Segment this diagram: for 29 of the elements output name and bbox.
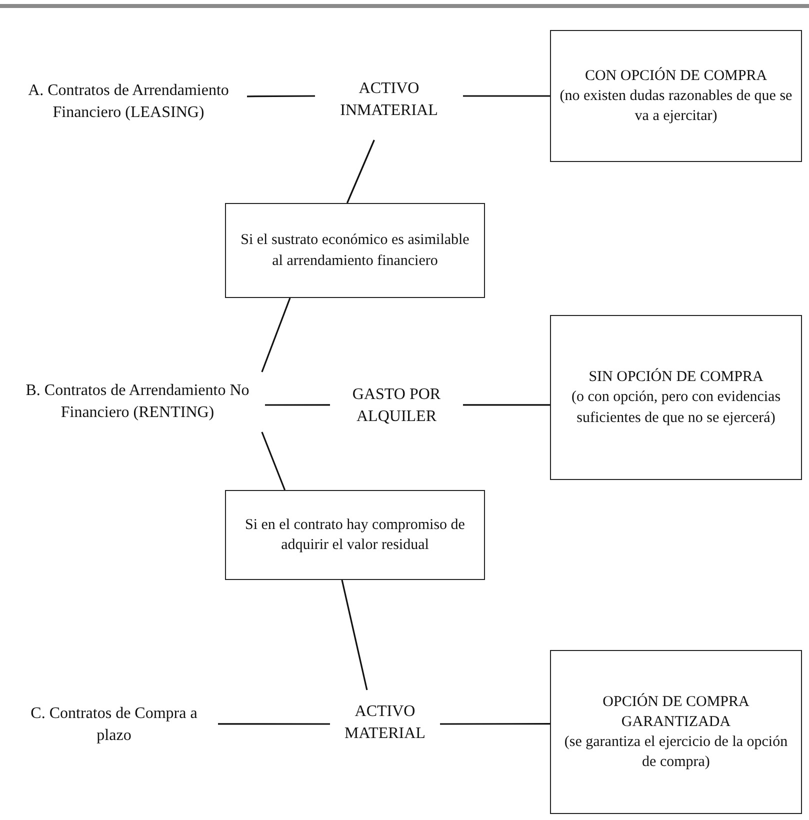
- node-text: ACTIVO MATERIAL: [344, 702, 426, 744]
- connector-line: [261, 298, 291, 372]
- node-text: ACTIVO INMATERIAL: [339, 79, 439, 121]
- node-text: (no existen dudas razonables de que se va a ejercitar): [559, 86, 793, 126]
- node-text: A. Contratos de Arrendamiento Financiero (LEASING): [27, 81, 230, 123]
- condition-box: [550, 650, 802, 814]
- connector-line: [261, 432, 286, 490]
- node-text: (o con opción, pero con evidencias suficientes de que no se ejercerá): [570, 388, 782, 428]
- node-text: B. Contratos de Arrendamiento No Financiero (RENTING): [24, 381, 250, 423]
- node-text: C. Contratos de Compra a plazo: [30, 704, 198, 746]
- condition-box: [550, 30, 802, 162]
- box-heading: CON OPCIÓN DE COMPRA: [584, 66, 768, 86]
- box-heading: OPCIÓN DE COMPRA GARANTIZADA: [602, 692, 750, 732]
- condition-box: [225, 490, 485, 580]
- node-text: Si en el contrato hay compromiso de adquirir el valor residual: [244, 516, 466, 555]
- connector-line: [265, 404, 330, 406]
- connector-line: [440, 723, 550, 725]
- box-heading: SIN OPCIÓN DE COMPRA: [588, 367, 764, 388]
- condition-box: [225, 203, 485, 298]
- node-text: Si el sustrato económico es asimilable al arrendamiento financiero: [240, 231, 470, 270]
- connector-line: [341, 580, 368, 690]
- connector-line: [463, 95, 550, 97]
- connector-line: [218, 723, 330, 725]
- connector-line: [346, 140, 375, 204]
- node-text: GASTO POR ALQUILER: [351, 385, 442, 427]
- node-text: (se garantiza el ejercicio de la opción de compra): [563, 733, 789, 772]
- condition-box: [550, 315, 802, 480]
- connector-line: [247, 95, 315, 98]
- connector-line: [463, 404, 550, 406]
